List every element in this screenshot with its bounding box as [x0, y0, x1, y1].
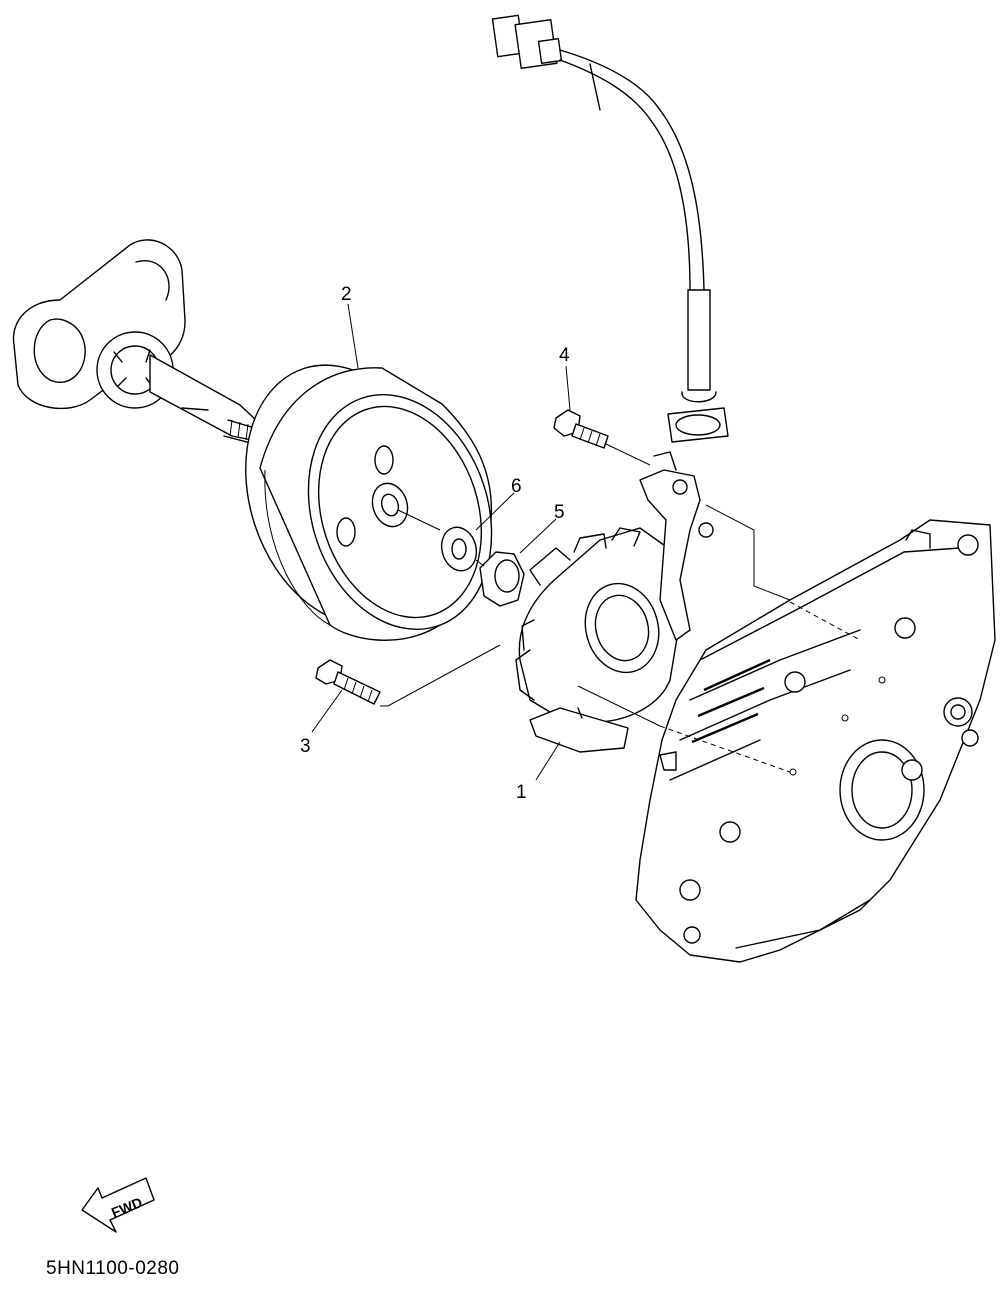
rotor-nut — [479, 551, 525, 607]
callout-numbers: 1 2 3 4 5 6 — [300, 284, 570, 803]
crankcase-cover — [635, 519, 996, 963]
fwd-arrow-icon: FWD — [81, 1177, 155, 1233]
callout-1: 1 — [516, 782, 527, 803]
callout-2: 2 — [341, 284, 352, 305]
rotor-flywheel — [245, 364, 493, 641]
crankshaft — [12, 239, 269, 447]
assembly-lines — [380, 443, 861, 773]
washer — [440, 526, 478, 572]
diagram-code: 5HN1100-0280 — [46, 1258, 180, 1279]
wire-harness — [491, 14, 729, 443]
callout-6: 6 — [511, 476, 522, 497]
callout-5: 5 — [554, 502, 565, 523]
stator-screw — [315, 659, 381, 705]
callout-3: 3 — [300, 736, 311, 757]
pickup-screw — [553, 409, 609, 449]
callout-leaders — [311, 303, 571, 781]
stator-assembly — [515, 451, 714, 753]
callout-4: 4 — [559, 345, 570, 366]
